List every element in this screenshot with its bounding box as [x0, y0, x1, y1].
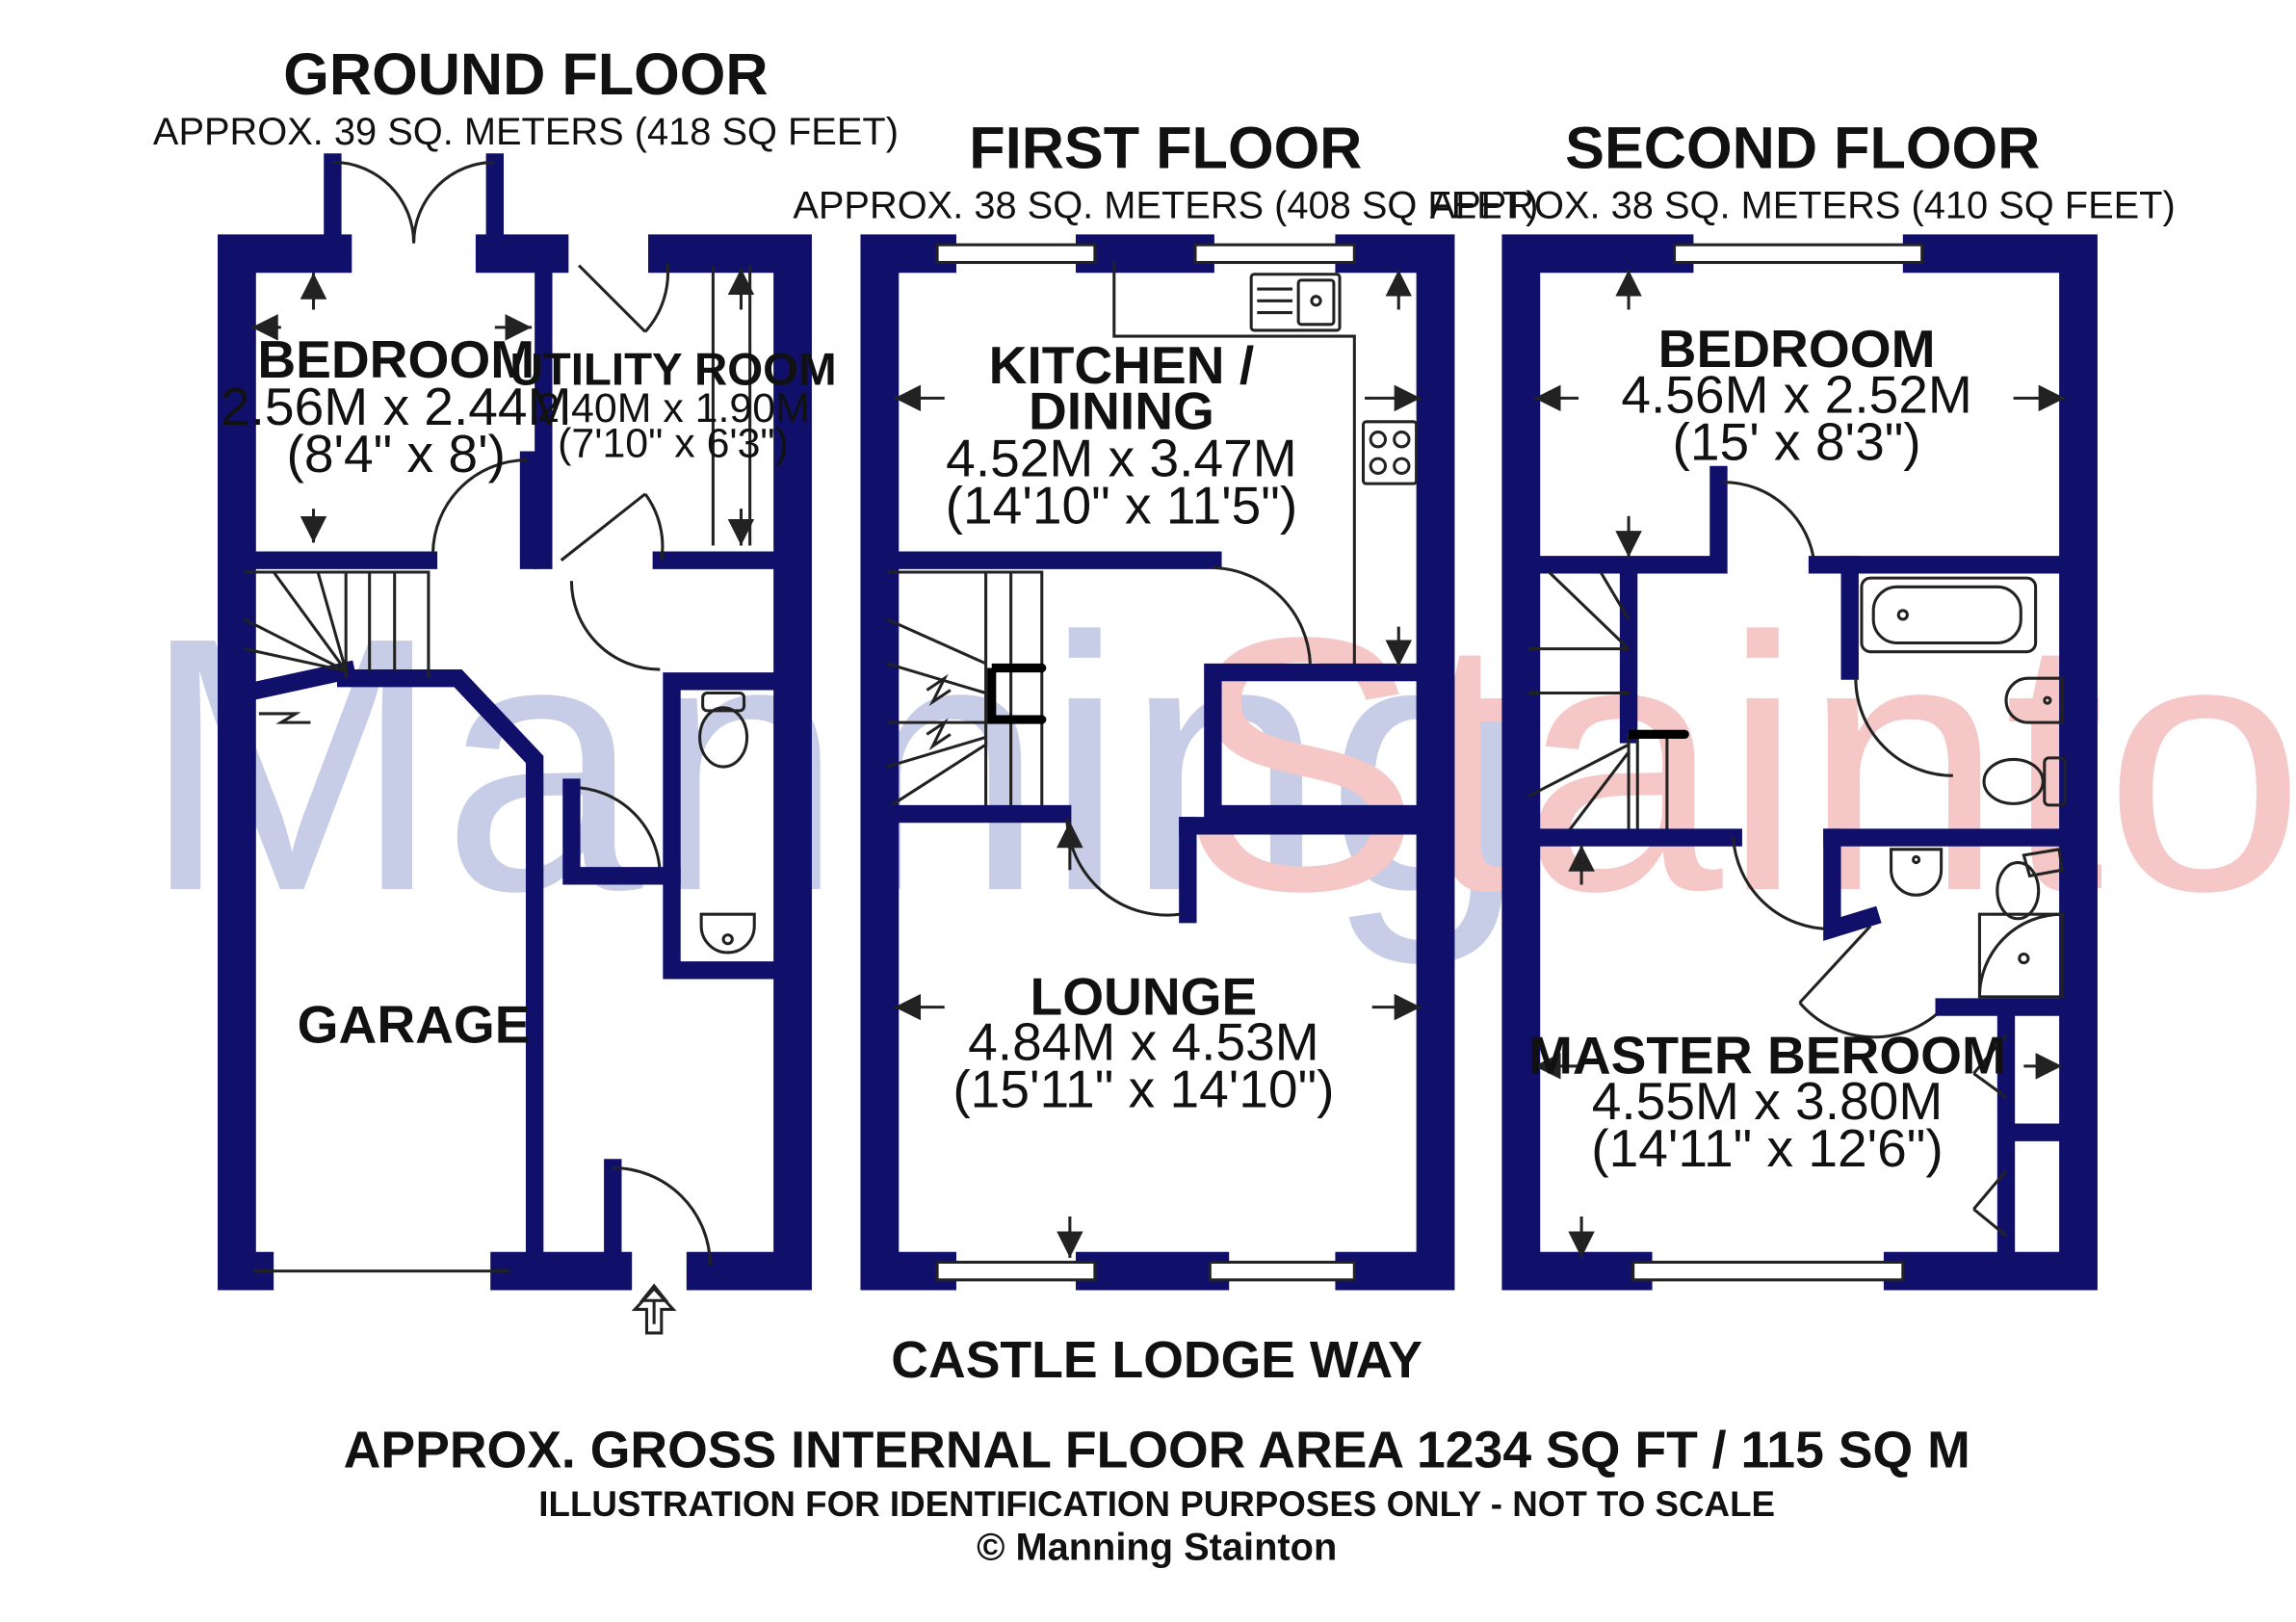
total-area: APPROX. GROSS INTERNAL FLOOR AREA 1234 S…: [344, 1421, 1970, 1478]
watermark-manning: Manning: [141, 562, 1526, 968]
lounge-imperial: (15'11" x 14'10"): [952, 1060, 1334, 1119]
utility-room-name: UTILITY ROOM: [510, 345, 837, 396]
second-floor-plan: BEDROOM 4.56M x 2.52M (15' x 8'3") MASTE…: [1501, 234, 2098, 1291]
watermark-stainton: Stainton: [1181, 562, 2296, 966]
ground-bedroom-name: BEDROOM: [257, 329, 535, 389]
kitchen-name-line2: DINING: [1029, 380, 1214, 440]
master-bedroom-name: MASTER BEROOM: [1528, 1026, 2006, 1086]
street-name: CASTLE LODGE WAY: [891, 1331, 1422, 1389]
garage-name: GARAGE: [298, 994, 531, 1054]
ground-bedroom-imperial: (8'4" x 8'): [287, 424, 506, 484]
second-bedroom-metric: 4.56M x 2.52M: [1621, 365, 1972, 425]
second-bedroom-imperial: (15' x 8'3"): [1673, 412, 1921, 472]
lounge-name: LOUNGE: [1031, 966, 1258, 1026]
second-floor-title: SECOND FLOOR: [1565, 116, 2040, 181]
second-floor-area: APPROX. 38 SQ. METERS (410 SQ FEET): [1430, 185, 2176, 227]
kitchen-name-line1: KITCHEN /: [989, 335, 1255, 395]
ground-floor-title: GROUND FLOOR: [283, 41, 768, 107]
kitchen-imperial: (14'10" x 11'5"): [946, 475, 1298, 535]
copyright: © Manning Stainton: [977, 1527, 1337, 1569]
footer: CASTLE LODGE WAY APPROX. GROSS INTERNAL …: [344, 1331, 1970, 1569]
utility-room-imperial: (7'10" x 6'3"): [558, 421, 789, 467]
disclaimer: ILLUSTRATION FOR IDENTIFICATION PURPOSES…: [538, 1484, 1775, 1524]
first-floor-area: APPROX. 38 SQ. METERS (408 SQ FEET): [793, 185, 1538, 227]
utility-room-metric: 2.40M x 1.90M: [536, 385, 809, 432]
lounge-metric: 4.84M x 4.53M: [968, 1012, 1319, 1072]
master-bedroom-imperial: (14'11" x 12'6"): [1591, 1118, 1944, 1178]
first-floor-title: FIRST FLOOR: [969, 116, 1362, 181]
floor-titles: GROUND FLOOR APPROX. 39 SQ. METERS (418 …: [153, 41, 2176, 227]
first-floor-plan: KITCHEN / DINING 4.52M x 3.47M (14'10" x…: [860, 234, 1455, 1291]
ground-floor-plan: BEDROOM 2.56M x 2.44M (8'4" x 8') UTILIT…: [217, 153, 837, 1335]
second-bedroom-name: BEDROOM: [1658, 319, 1936, 379]
kitchen-metric: 4.52M x 3.47M: [946, 428, 1297, 487]
ground-bedroom-metric: 2.56M x 2.44M: [221, 377, 572, 436]
master-bedroom-metric: 4.55M x 3.80M: [1592, 1071, 1944, 1131]
watermark: Manning Stainton: [141, 562, 2296, 968]
ground-floor-area: APPROX. 39 SQ. METERS (418 SQ FEET): [153, 111, 899, 153]
